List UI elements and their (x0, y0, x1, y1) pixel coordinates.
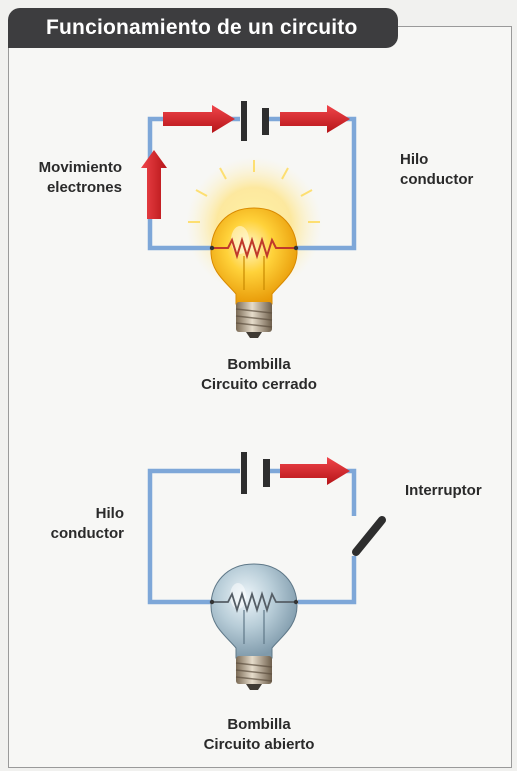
open-circuit (147, 452, 386, 690)
wire-label-open: Hilo conductor (30, 504, 124, 544)
title-banner: Funcionamiento de un circuito (8, 8, 398, 48)
wire-label-closed: Hilo conductor (400, 150, 500, 190)
arrow-left-up (141, 150, 167, 219)
switch-label: Interruptor (405, 481, 505, 501)
bulb-unlit (209, 563, 299, 690)
wire-label-closed-line-2: conductor (400, 171, 474, 188)
battery-open (241, 452, 270, 494)
caption-open-line-1: Bombilla (227, 716, 291, 733)
wire-label-open-line-1: Hilo (95, 505, 124, 522)
movement-label-line-1: Movimiento (38, 159, 122, 176)
caption-open-line-2: Circuito abierto (203, 736, 315, 753)
bulb-lit (209, 207, 299, 338)
wire-label-closed-line-1: Hilo (400, 151, 429, 168)
filament-lit (212, 236, 296, 260)
caption-closed-line-2: Circuito cerrado (201, 376, 317, 393)
movement-label-line-2: electrones (46, 179, 122, 196)
wire-label-open-line-2: conductor (50, 525, 124, 542)
filament-unlit (212, 590, 296, 614)
closed-circuit (141, 101, 357, 338)
movement-electrons-label: Movimiento electrones (20, 158, 122, 198)
battery-closed (241, 101, 269, 141)
arrow-open-top-right (280, 457, 350, 485)
electron-arrows (141, 105, 350, 219)
arrow-top-right (280, 105, 350, 133)
switch-label-text: Interruptor (405, 482, 482, 499)
caption-open: Bombilla Circuito abierto (179, 715, 339, 755)
page-title: Funcionamiento de un circuito (46, 16, 358, 39)
switch-open (352, 516, 386, 556)
caption-closed-line-1: Bombilla (227, 356, 291, 373)
arrow-top-left (163, 105, 235, 133)
caption-closed: Bombilla Circuito cerrado (184, 355, 334, 395)
